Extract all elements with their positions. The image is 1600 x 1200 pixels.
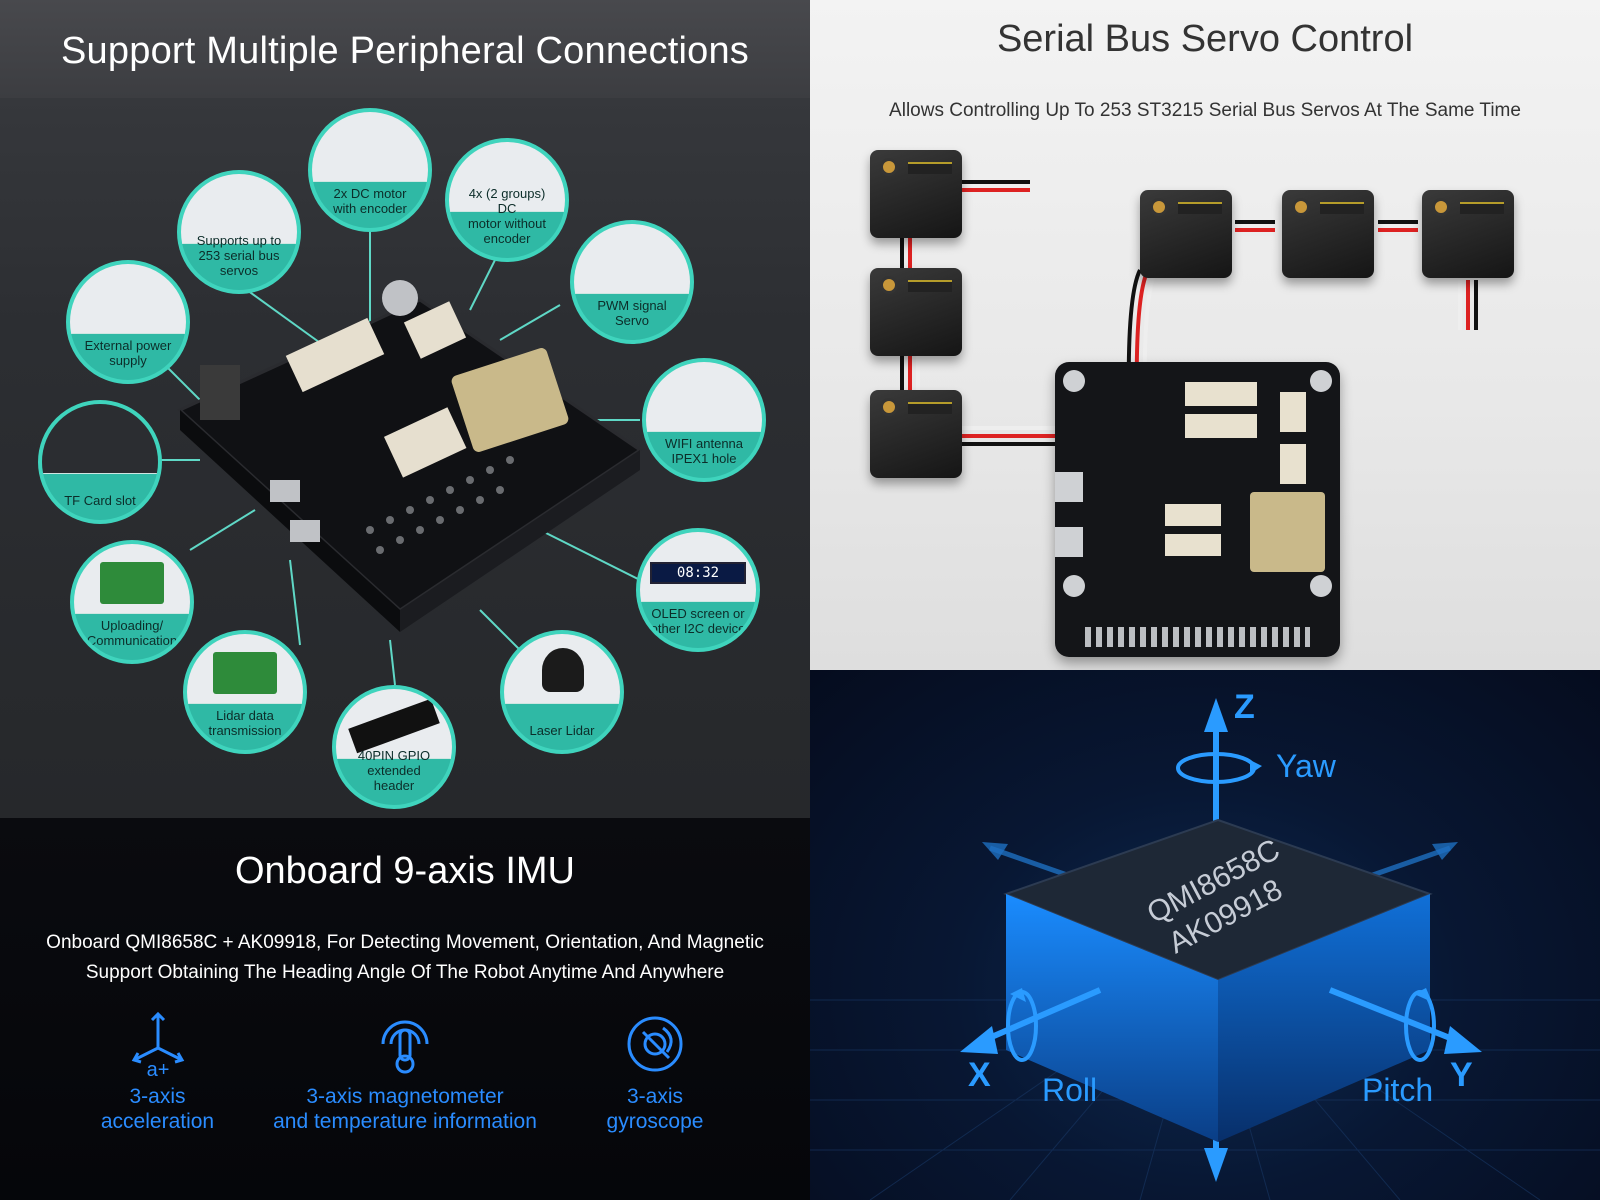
feature-gyroscope: 3-axis gyroscope	[580, 1008, 730, 1134]
magnetometer-icon	[381, 1020, 429, 1074]
servo-control-panel: Serial Bus Servo Control Allows Controll…	[810, 0, 1600, 670]
pwm-servo-bubble: PWM signal Servo	[570, 220, 694, 344]
battery-icon	[70, 264, 186, 334]
dc-motor-no-encoder-bubble: 4x (2 groups) DC motor without encoder	[445, 138, 569, 262]
feature-magnetometer: 3-axis magnetometer and temperature info…	[255, 1008, 555, 1134]
z-axis-label: Z	[1234, 688, 1255, 726]
gyroscope-icon	[627, 1016, 683, 1072]
servo-motor	[870, 390, 962, 478]
servo-motor	[870, 150, 962, 238]
roll-label: Roll	[1042, 1072, 1098, 1108]
servo-subtitle: Allows Controlling Up To 253 ST3215 Seri…	[889, 100, 1521, 121]
yaw-label: Yaw	[1276, 748, 1336, 784]
servo-icon	[181, 174, 297, 244]
dc-motor-icon	[312, 112, 428, 182]
axis-diagram-panel: QMI8658C AK09918 Z X Y Yaw Roll Pitch	[810, 670, 1600, 1200]
gear-motor-icon	[449, 142, 565, 212]
acceleration-icon: a+	[131, 1011, 184, 1078]
servo-horn-icon	[880, 158, 898, 176]
imu-panel: Onboard 9-axis IMU Onboard QMI8658C + AK…	[0, 818, 810, 1200]
feature-acceleration: a+ 3-axis acceleration	[80, 1008, 235, 1134]
peripherals-panel: Support Multiple Peripheral Connections	[0, 0, 810, 818]
servo-horn-icon	[1150, 198, 1168, 216]
pwm-servo-icon	[574, 224, 690, 294]
y-axis-label: Y	[1450, 1056, 1473, 1094]
servo-horn-icon	[880, 276, 898, 294]
lidar-icon	[504, 634, 620, 704]
imu-title: Onboard 9-axis IMU	[234, 850, 575, 892]
servo-motor	[1140, 190, 1232, 278]
driver-board	[177, 280, 643, 632]
pitch-label: Pitch	[1362, 1072, 1434, 1108]
external-power-bubble: External power supply	[66, 260, 190, 384]
tf-card-bubble: TF Card slot	[38, 400, 162, 524]
sd-card-icon	[42, 404, 158, 474]
dc-motor-encoder-bubble: 2x DC motor with encoder	[308, 108, 432, 232]
antenna-icon	[646, 362, 762, 432]
x-axis-label: X	[968, 1056, 991, 1094]
raspberry-pi-icon	[74, 544, 190, 614]
peripherals-title: Support Multiple Peripheral Connections	[61, 30, 749, 72]
title-band	[0, 0, 810, 98]
imu-description: Onboard QMI8658C + AK09918, For Detectin…	[46, 932, 764, 983]
oled-time: 08:32	[650, 562, 746, 584]
svg-text:a+: a+	[146, 1059, 169, 1078]
wifi-antenna-bubble: WIFI antenna IPEX1 hole	[642, 358, 766, 482]
servo-title: Serial Bus Servo Control	[996, 18, 1414, 60]
servo-horn-icon	[880, 398, 898, 416]
oled-screen-icon: 08:32	[640, 532, 756, 602]
lidar-data-bubble: Lidar data transmission	[183, 630, 307, 754]
servo-horn-icon	[1292, 198, 1310, 216]
axis-diagram: QMI8658C AK09918	[810, 698, 1600, 1200]
serial-bus-servos-bubble: Supports up to 253 serial bus servos	[177, 170, 301, 294]
laser-lidar-bubble: Laser Lidar	[500, 630, 624, 754]
servo-horn-icon	[1432, 198, 1450, 216]
raspberry-pi-icon	[187, 634, 303, 704]
servo-motor	[870, 268, 962, 356]
gpio-header-icon	[336, 689, 452, 759]
gpio-header-bubble: 40PIN GPIO extended header	[332, 685, 456, 809]
servo-motor	[1282, 190, 1374, 278]
servo-motor	[1422, 190, 1514, 278]
uploading-bubble: Uploading/ Communication	[70, 540, 194, 664]
oled-bubble: 08:32 OLED screen or other I2C device	[636, 528, 760, 652]
driver-board-top	[1055, 362, 1340, 657]
